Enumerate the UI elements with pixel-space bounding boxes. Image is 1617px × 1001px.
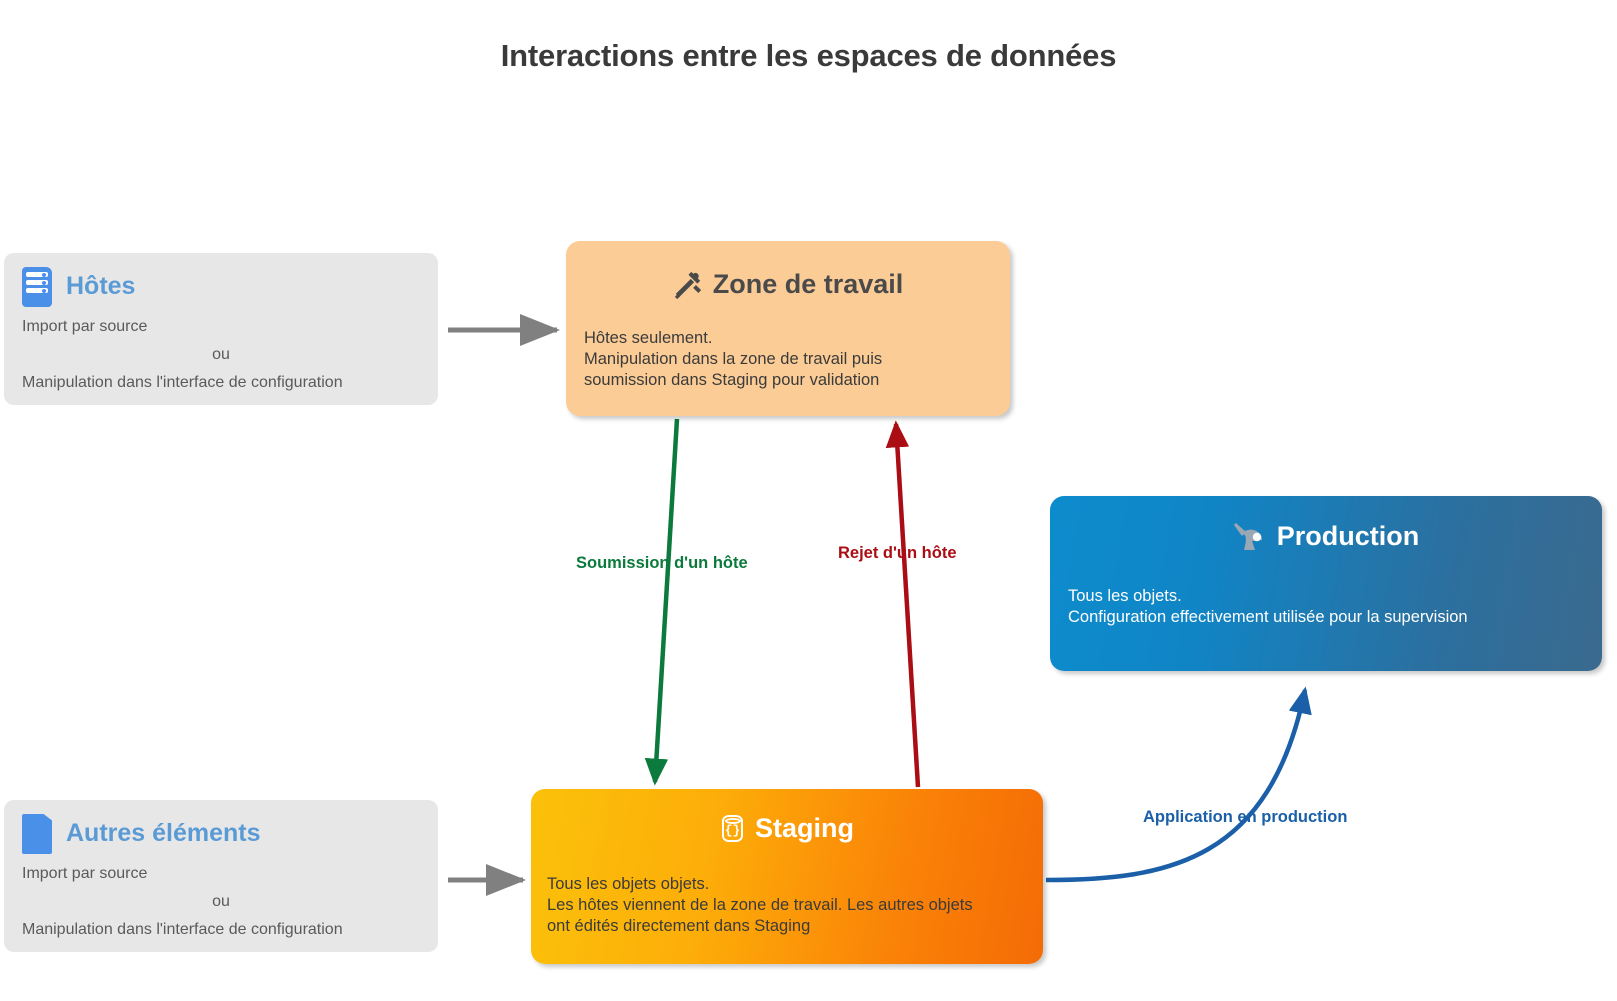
staging-body: Tous les objets objets. Les hôtes vienne… xyxy=(547,875,973,936)
workspace-body: Hôtes seulement. Manipulation dans la zo… xyxy=(584,329,883,390)
production-body: Tous les objets. Configuration effective… xyxy=(1068,587,1468,627)
edge-workspace-to-staging xyxy=(644,418,680,786)
workspace-title: Zone de travail xyxy=(712,269,904,300)
database-icon: {} xyxy=(720,814,745,844)
edge-label-submission: Soumission d'un hôte xyxy=(576,554,748,572)
hosts-line-1: Import par source xyxy=(22,318,148,335)
edge-staging-to-production xyxy=(1045,686,1312,883)
other-elements-line-3: Manipulation dans l'interface de configu… xyxy=(22,921,343,938)
staging-title-row: {} Staging xyxy=(531,789,1043,844)
document-icon xyxy=(22,814,52,854)
hosts-line-3: Manipulation dans l'interface de configu… xyxy=(22,374,343,391)
server-icon xyxy=(22,267,52,307)
node-other-elements[interactable]: Autres éléments Import par source ou Man… xyxy=(4,800,438,952)
production-title: Production xyxy=(1276,521,1420,552)
edge-staging-to-workspace xyxy=(885,420,921,788)
tools-icon xyxy=(674,271,701,300)
satellite-antenna-icon xyxy=(1233,523,1262,550)
node-staging[interactable]: {} Staging Tous les objets objets. Les h… xyxy=(531,789,1043,964)
other-elements-title: Autres éléments xyxy=(66,819,261,848)
hosts-line-2: ou xyxy=(212,346,230,363)
edge-label-apply-production: Application en production xyxy=(1143,808,1348,826)
hosts-title: Hôtes xyxy=(66,272,136,301)
hosts-header: Hôtes xyxy=(22,267,420,307)
workspace-title-row: Zone de travail xyxy=(566,241,1010,300)
edge-label-rejection: Rejet d'un hôte xyxy=(838,544,957,562)
production-title-row: Production xyxy=(1050,496,1602,552)
node-hosts[interactable]: Hôtes Import par source ou Manipulation … xyxy=(4,253,438,405)
staging-title: Staging xyxy=(755,813,854,844)
other-elements-header: Autres éléments xyxy=(22,814,420,854)
node-workspace[interactable]: Zone de travail Hôtes seulement. Manipul… xyxy=(566,241,1010,416)
other-elements-line-1: Import par source xyxy=(22,865,148,882)
node-production[interactable]: Production Tous les objets. Configuratio… xyxy=(1050,496,1602,671)
page-title: Interactions entre les espaces de donnée… xyxy=(500,38,1117,73)
other-elements-line-2: ou xyxy=(212,893,230,910)
